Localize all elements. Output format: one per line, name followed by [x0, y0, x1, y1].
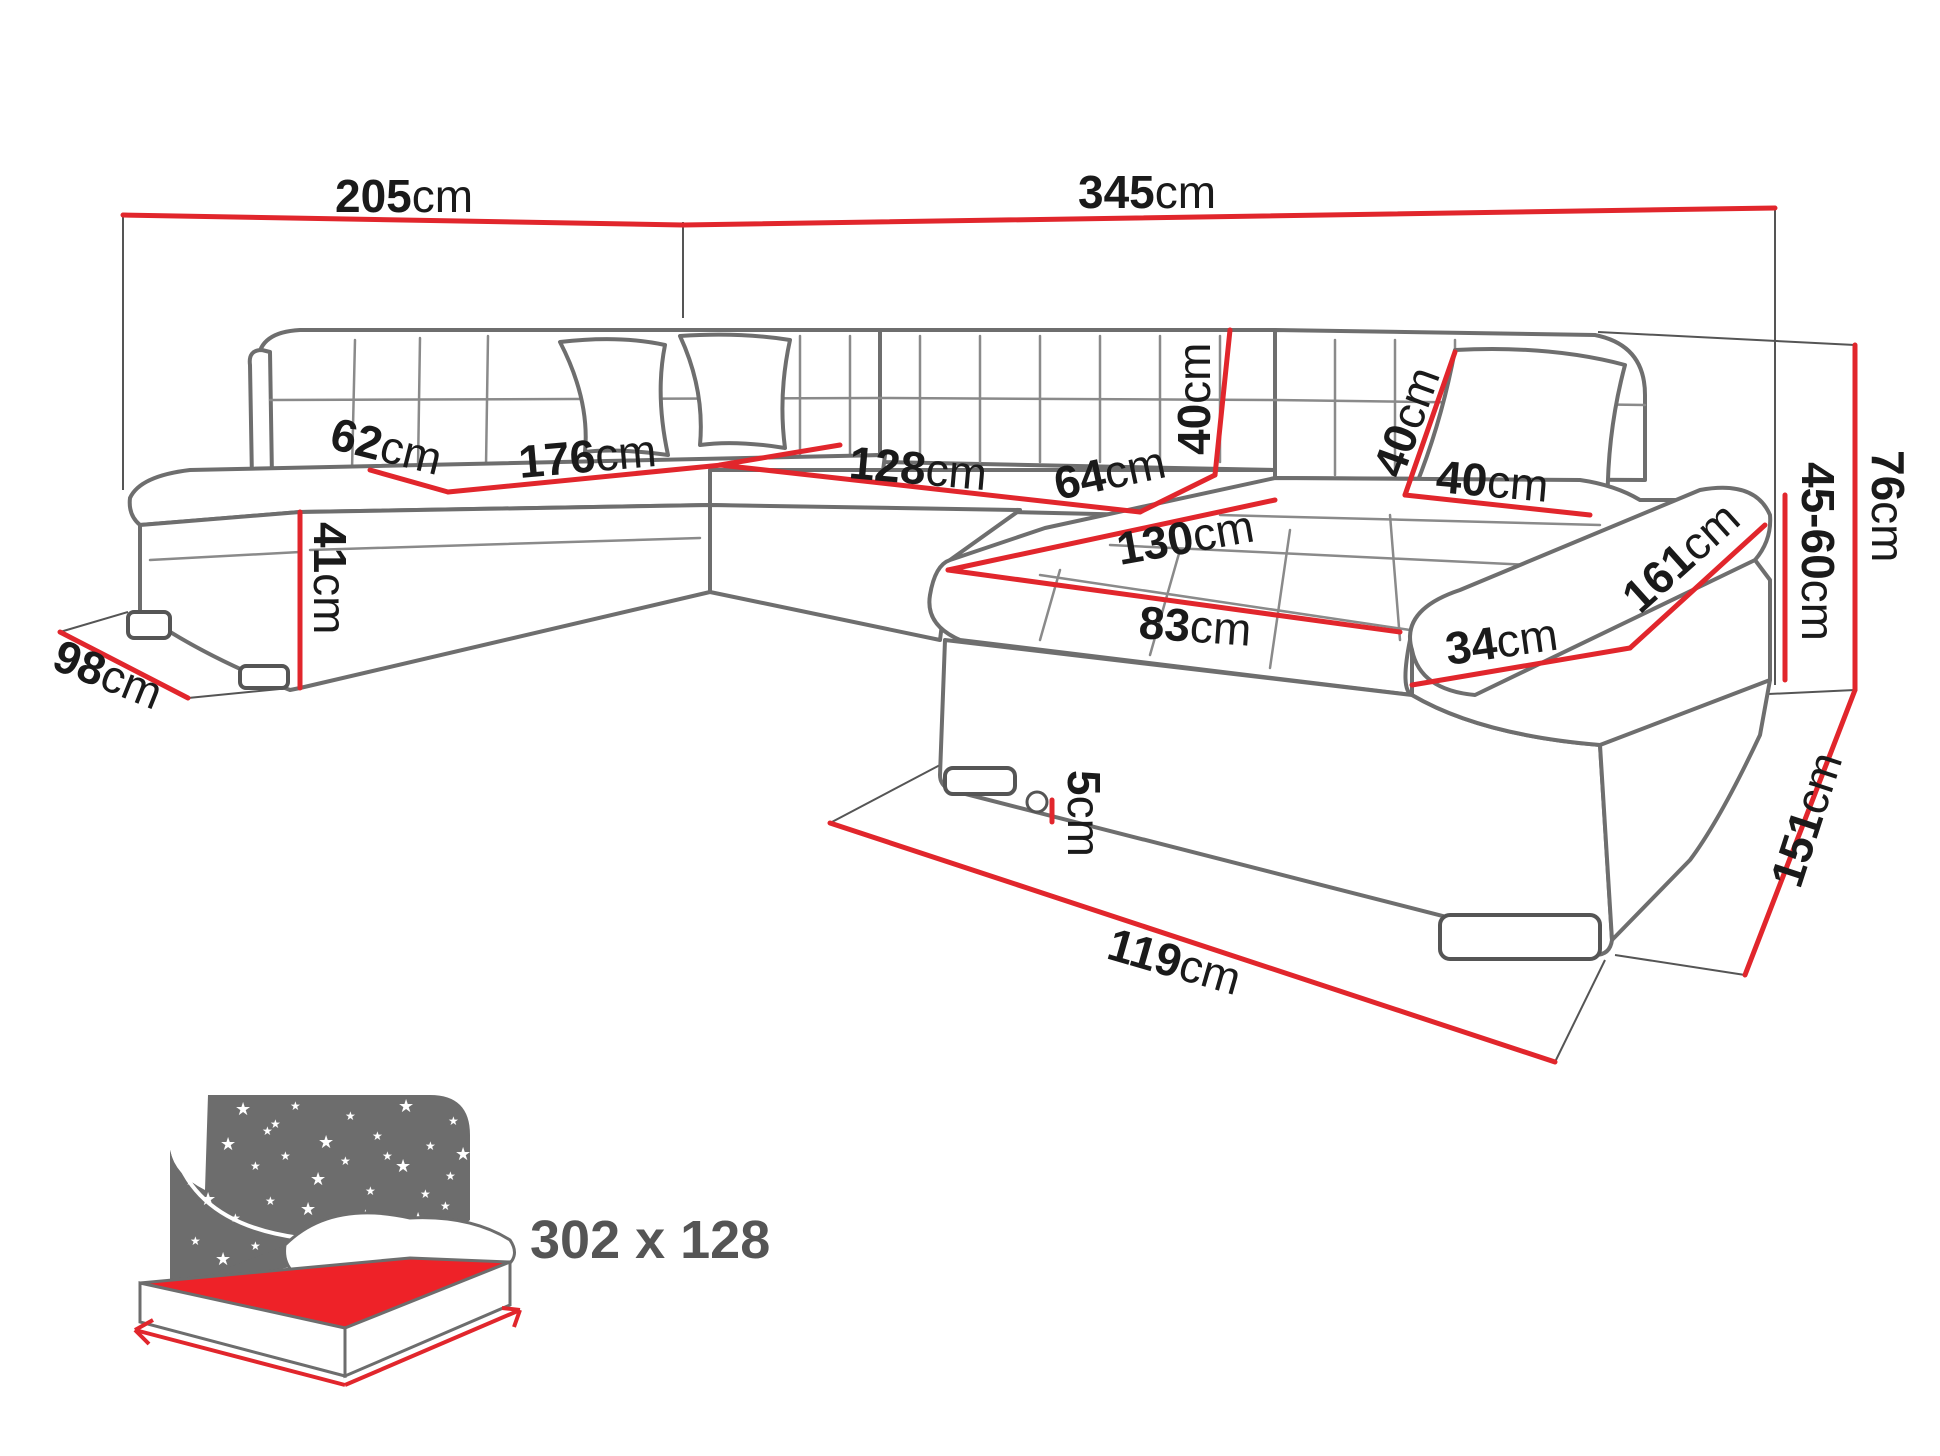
- star-icon: ★: [318, 1132, 334, 1153]
- star-icon: ★: [220, 1134, 236, 1155]
- leg-chaise-corner: [1438, 913, 1602, 961]
- star-icon: ★: [300, 1199, 316, 1220]
- bed-size-label: 302 x 128: [530, 1210, 770, 1270]
- dim-line-40-cushion-w: [1402, 492, 1593, 518]
- sleeping-function-icon: ★★★★★★★★★★★★★★★★★★★★★★★★★★★★★★★★★ 302 x …: [133, 1095, 770, 1387]
- dimension-labels: 205cm 345cm 62cm 176cm 128cm 64cm 40cm 4…: [46, 166, 1914, 1005]
- label-205: 205cm: [335, 170, 473, 222]
- dimension-lines: [57, 205, 1858, 1065]
- label-98: 98cm: [46, 629, 170, 719]
- label-45-60: 45-60cm: [1792, 462, 1844, 641]
- star-icon: ★: [310, 1169, 326, 1190]
- dim-line-151: [1742, 687, 1858, 978]
- dim-line-40-back: [1212, 327, 1233, 478]
- star-icon: ★: [382, 1149, 393, 1163]
- label-40-cushion-w: 40cm: [1434, 450, 1551, 512]
- star-icon: ★: [265, 1194, 276, 1208]
- dim-line-128: [717, 442, 843, 468]
- dim-line-64: [1137, 472, 1218, 515]
- dim-line-62: [367, 467, 451, 495]
- arrow-head-right: [501, 1306, 522, 1328]
- mattress-side-icon: [343, 1259, 512, 1379]
- label-76: 76cm: [1862, 450, 1914, 563]
- cushion-left-2: [678, 332, 792, 450]
- left-end-arm: [247, 348, 274, 482]
- label-5: 5cm: [1058, 770, 1110, 857]
- star-icon: ★: [448, 1114, 459, 1128]
- dim-line-130: [945, 497, 1278, 573]
- star-icon: ★: [290, 1099, 301, 1113]
- star-icon: ★: [345, 1109, 356, 1123]
- leg-left-side: [238, 664, 290, 690]
- label-40-back: 40cm: [1168, 343, 1220, 456]
- star-icon: ★: [262, 1124, 273, 1138]
- star-icon: ★: [425, 1139, 436, 1153]
- star-icon: ★: [395, 1156, 411, 1177]
- star-icon: ★: [190, 1234, 201, 1248]
- star-icon: ★: [440, 1199, 451, 1213]
- dim-line-119: [827, 820, 1558, 1065]
- bed-width-arrow: [134, 1328, 346, 1387]
- star-icons: ★★★★★★★★★★★★★★★★★★★★★★★★★★★★★★★★★: [185, 1096, 471, 1270]
- label-64: 64cm: [1049, 436, 1170, 510]
- star-icon: ★: [230, 1211, 241, 1225]
- dim-line-176: [445, 462, 725, 495]
- dim-line-345: [680, 205, 1778, 228]
- label-34: 34cm: [1442, 608, 1561, 675]
- star-icon: ★: [235, 1099, 251, 1120]
- star-icon: ★: [270, 1117, 281, 1131]
- dim-line-128b: [717, 462, 1143, 515]
- star-icon: ★: [200, 1189, 216, 1210]
- label-151: 151cm: [1760, 746, 1852, 893]
- dim-line-161: [1627, 522, 1768, 651]
- chaise-armrest-side: [1598, 678, 1772, 942]
- star-icon: ★: [445, 1169, 456, 1183]
- dim-line-34: [1409, 645, 1633, 688]
- star-icon: ★: [455, 1144, 471, 1165]
- sofa-drawing: [59, 208, 1856, 1063]
- star-icon: ★: [420, 1187, 431, 1201]
- moon-highlight: [174, 1154, 301, 1240]
- bed-depth-arrow: [344, 1308, 521, 1387]
- dim-line-98: [57, 629, 191, 701]
- label-41: 41cm: [304, 522, 356, 635]
- leg-left-front: [126, 610, 172, 640]
- label-128: 128cm: [847, 436, 989, 500]
- dim-line-40-cushion: [1402, 349, 1458, 498]
- label-176: 176cm: [516, 424, 658, 488]
- cushion-left-1: [558, 337, 670, 457]
- label-119: 119cm: [1102, 918, 1247, 1005]
- left-base: [138, 510, 302, 692]
- label-62: 62cm: [326, 407, 448, 485]
- star-icon: ★: [185, 1174, 196, 1188]
- star-icon: ★: [250, 1159, 261, 1173]
- dim-line-205: [120, 212, 686, 228]
- star-icon: ★: [340, 1154, 351, 1168]
- star-icon: ★: [365, 1184, 376, 1198]
- moon-crescent-icon: [170, 1150, 300, 1290]
- leg-chaise-front: [943, 766, 1017, 796]
- star-icon: ★: [398, 1096, 414, 1117]
- label-83: 83cm: [1137, 596, 1253, 656]
- arrow-head-left: [133, 1318, 154, 1346]
- star-icon: ★: [215, 1249, 231, 1270]
- star-icon: ★: [372, 1129, 383, 1143]
- label-345: 345cm: [1078, 166, 1216, 218]
- dim-line-83: [945, 567, 1403, 635]
- left-base-side: [298, 503, 712, 690]
- chaise-tufting: [1038, 513, 1602, 670]
- star-icon: ★: [250, 1239, 261, 1253]
- star-icon: ★: [280, 1149, 291, 1163]
- leg-screw: [1025, 790, 1049, 814]
